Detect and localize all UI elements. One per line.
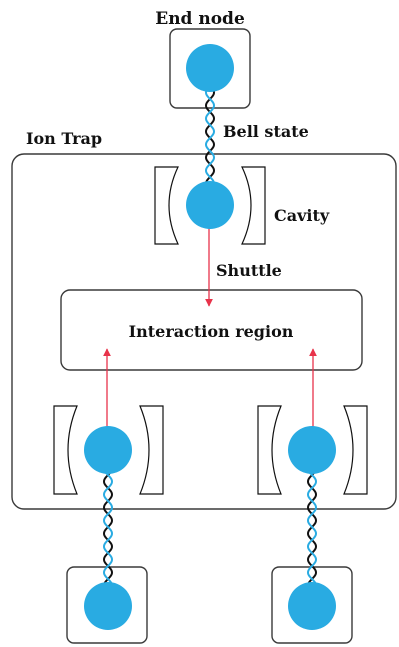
cavity-ion-top — [186, 181, 234, 229]
bell-state-link-left — [103, 461, 113, 596]
helix-strand-dark — [205, 85, 215, 193]
ion-trap-box — [11, 153, 397, 510]
right-cavity-right-mirror — [343, 405, 368, 495]
helix-strand-blue — [103, 461, 113, 596]
top-end-node-box — [169, 28, 251, 109]
helix-strand-blue — [205, 85, 215, 193]
helix-strand-blue — [307, 461, 317, 596]
shuttle-label: Shuttle — [216, 261, 282, 280]
cavity-ion-right — [288, 426, 336, 474]
cavity-label: Cavity — [274, 206, 330, 225]
right-cavity-left-mirror — [257, 405, 282, 495]
end-node-ion-right — [288, 582, 336, 630]
interaction-region-box — [60, 289, 363, 371]
helix-strand-dark — [307, 461, 317, 596]
cavity-ion-left — [84, 426, 132, 474]
bell-state-link-right — [307, 461, 317, 596]
left-cavity-right-mirror — [139, 405, 164, 495]
end-node-title: End node — [155, 9, 245, 29]
end-node-ion-left — [84, 582, 132, 630]
top-cavity-right-mirror — [241, 166, 266, 245]
ion-trap-label: Ion Trap — [26, 129, 102, 148]
bell-state-label: Bell state — [223, 122, 309, 141]
helix-strand-dark — [103, 461, 113, 596]
left-cavity-left-mirror — [53, 405, 78, 495]
interaction-region-label: Interaction region — [129, 322, 294, 341]
top-cavity-left-mirror — [154, 166, 179, 245]
end-node-ion-top — [186, 44, 234, 92]
bell-state-link-top — [205, 85, 215, 193]
